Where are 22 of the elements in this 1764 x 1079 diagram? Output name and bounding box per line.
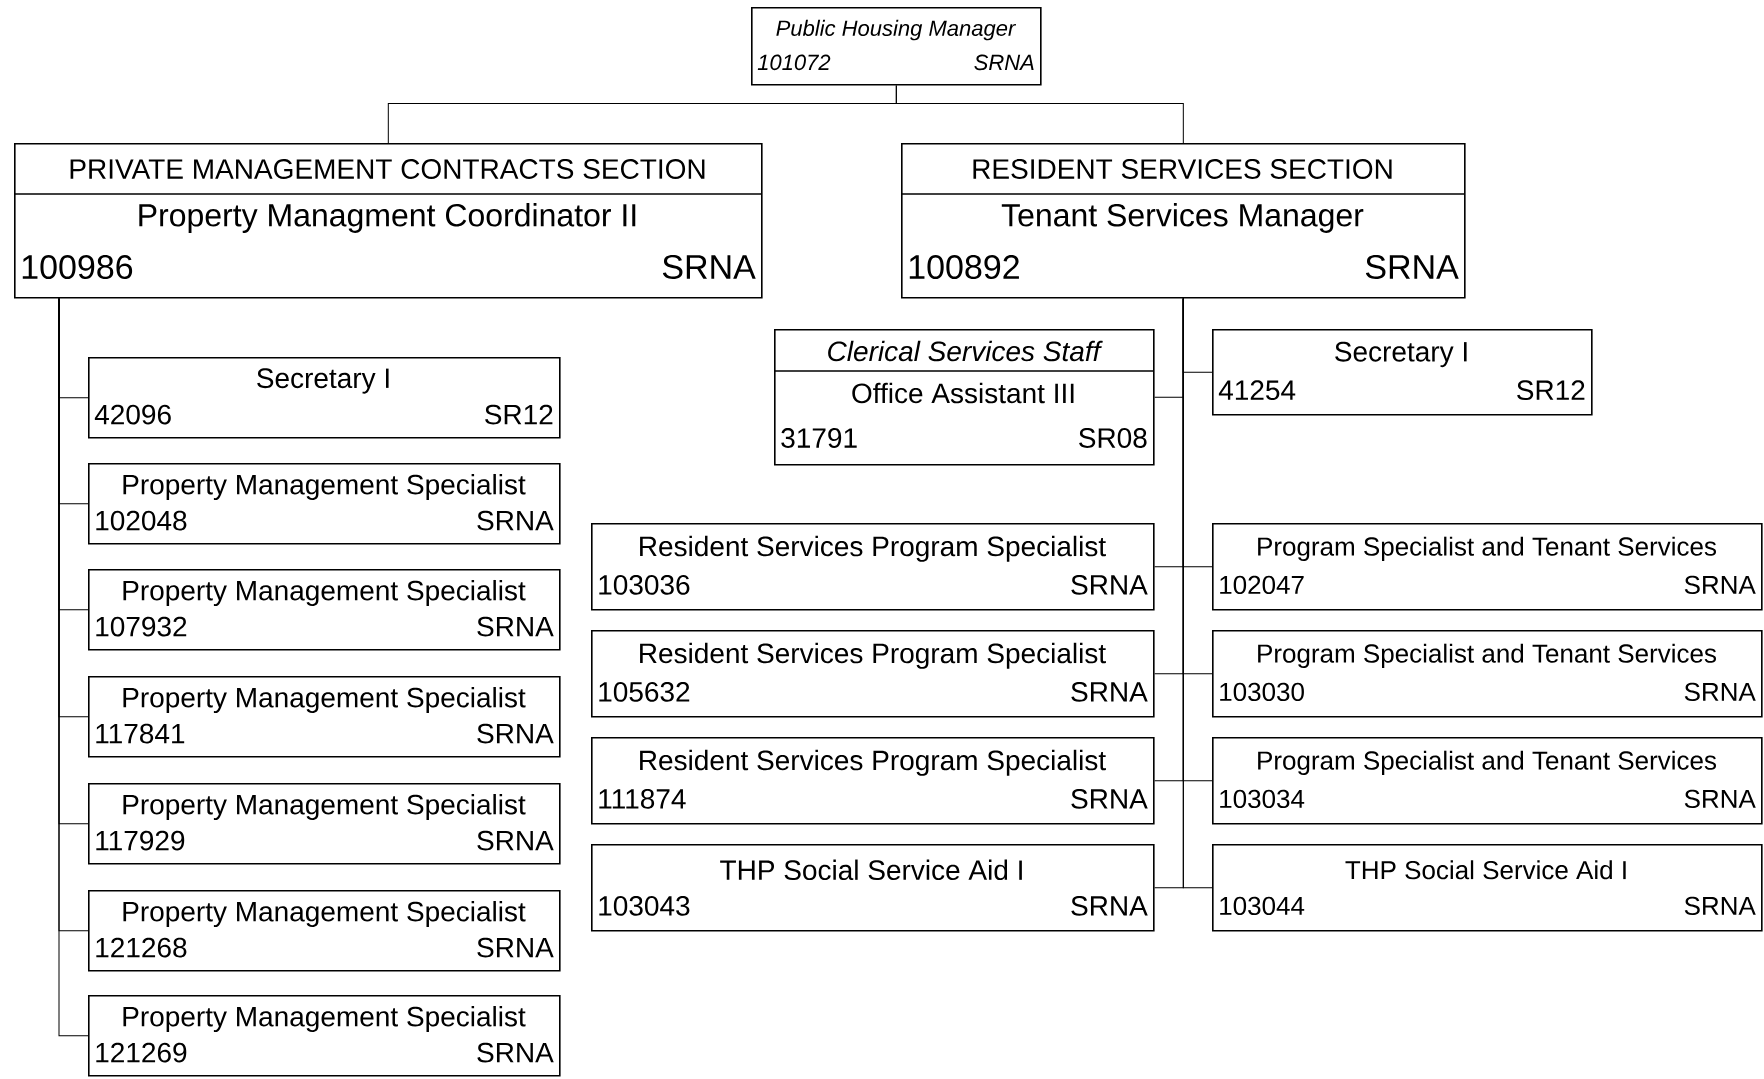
position-box: Property Management Specialist 107932 SRNA (88, 569, 561, 651)
position-box: THP Social Service Aid I 103044 SRNA (1212, 844, 1763, 932)
connector-line (1182, 298, 1213, 889)
position-box: Program Specialist and Tenant Services 103034 SRNA (1212, 737, 1763, 825)
position-box: Resident Services Program Specialist 111874 SRNA (591, 737, 1155, 825)
connector-line (895, 85, 1184, 144)
position-box: PRIVATE MANAGEMENT CONTRACTS SECTION Property Managment Coordinator II 100986 SRNA (13, 143, 763, 299)
position-box: RESIDENT SERVICES SECTION Tenant Services Manager 100892 SRNA (900, 143, 1466, 299)
position-box: Property Management Specialist 117929 SRNA (88, 783, 561, 865)
position-box: THP Social Service Aid I 103043 SRNA (591, 844, 1155, 932)
position-box: Program Specialist and Tenant Services 103030 SRNA (1212, 630, 1763, 718)
position-box: Resident Services Program Specialist 103036 SRNA (591, 523, 1155, 611)
position-box: Public Housing Manager 101072 SRNA (751, 7, 1042, 86)
position-box: Property Management Specialist 121268 SRNA (88, 890, 561, 972)
position-box: Property Management Specialist 121269 SRNA (88, 995, 561, 1077)
position-box: Program Specialist and Tenant Services 102047 SRNA (1212, 523, 1763, 611)
position-box: Secretary I 41254 SR12 (1212, 329, 1593, 416)
position-box: Secretary I 42096 SR12 (88, 357, 561, 439)
position-box: Clerical Services Staff Office Assistant III 31791 SR08 (773, 329, 1155, 466)
position-box: Resident Services Program Specialist 105632 SRNA (591, 630, 1155, 718)
position-box: Property Management Specialist 102048 SRNA (88, 463, 561, 545)
position-box: Property Management Specialist 117841 SRNA (88, 676, 561, 758)
